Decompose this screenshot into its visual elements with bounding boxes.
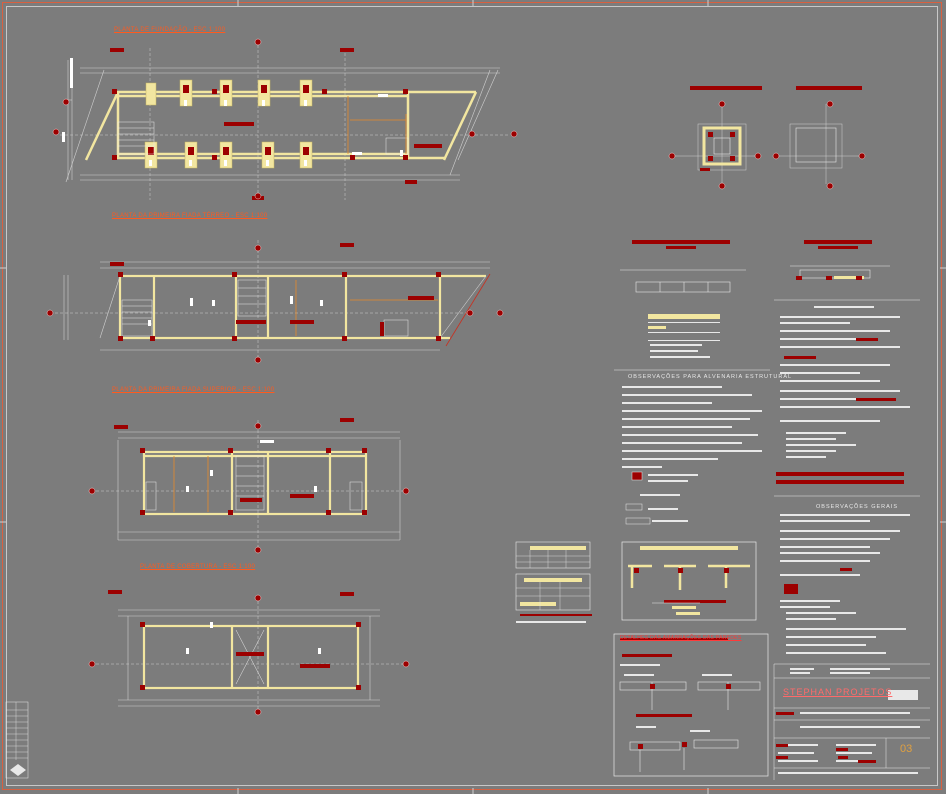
revision-strip [5, 701, 29, 779]
notes-title-structural: OBSERVAÇÕES PARA ALVENARIA ESTRUTURAL [628, 374, 793, 380]
upper-first-course-plan [88, 418, 410, 554]
sheet-number: 03 [900, 743, 913, 755]
roof-plan [88, 590, 410, 716]
plan-title-foundation: PLANTA DE FUNDAÇÃO - ESC 1:100 [114, 27, 226, 33]
sheet-inner-border [6, 6, 938, 786]
ground-first-course-plan [46, 240, 504, 364]
notes-panels [614, 299, 920, 654]
plan-title-ground: PLANTA DA PRIMEIRA FIADA TÉRREO - ESC 1:… [112, 213, 268, 219]
tie-detail-box [613, 633, 769, 777]
wall-tie-box [621, 541, 757, 621]
detail-title-ties: DETALHES DAS AMARRAÇÕES DAS PAREDES [620, 635, 742, 641]
quantity-tables [515, 541, 592, 623]
plan-title-roof: PLANTA DE COBERTURA - ESC 1:100 [140, 564, 256, 570]
block-details [620, 240, 890, 358]
notes-title-general: OBSERVAÇÕES GERAIS [816, 504, 898, 510]
column-details [668, 86, 866, 190]
title-block [773, 663, 930, 780]
foundation-plan [52, 38, 518, 200]
plan-title-upper: PLANTA DA PRIMEIRA FIADA SUPERIOR - ESC … [112, 387, 275, 393]
company-name: STEPHAN PROJETOS [783, 687, 893, 697]
